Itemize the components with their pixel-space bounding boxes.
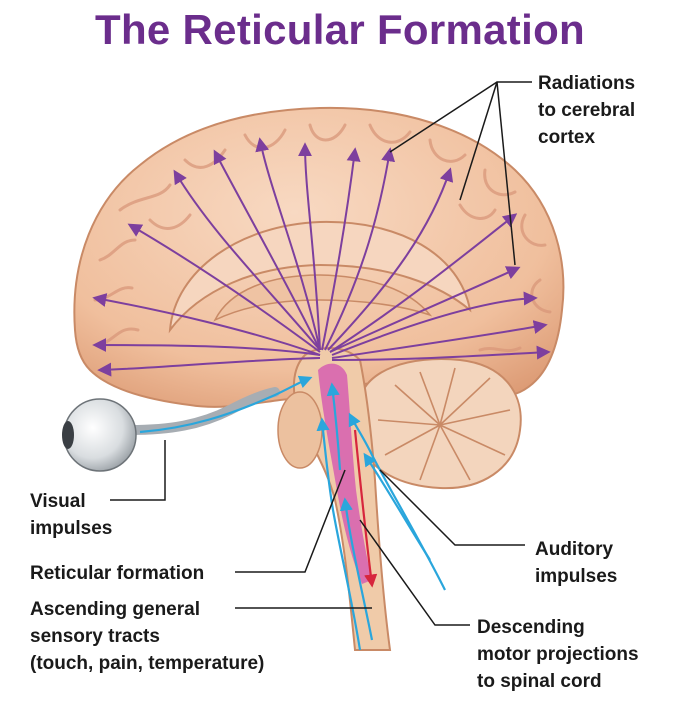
label-visual-impulses: Visual impulses	[30, 491, 113, 539]
label-radiations: Radiations to cerebral cortex	[538, 73, 636, 148]
leader-lines	[110, 81, 532, 626]
radiation-arrows	[92, 137, 551, 377]
label-reticular-formation: Reticular formation	[30, 563, 205, 584]
label-ascending-tracts: Ascending general sensory tracts (touch,…	[30, 599, 265, 674]
label-descending-projections: Descending motor projections to spinal c…	[477, 617, 639, 692]
cerebellum	[358, 358, 522, 490]
corpus-callosum	[168, 220, 472, 334]
page-title: The Reticular Formation	[95, 6, 585, 53]
motor-arrow	[353, 429, 378, 588]
reticular-formation	[318, 363, 372, 584]
label-auditory-impulses: Auditory impulses	[535, 539, 618, 587]
eye	[62, 387, 280, 472]
gyri	[93, 123, 552, 353]
sensory-arrows	[139, 375, 446, 651]
